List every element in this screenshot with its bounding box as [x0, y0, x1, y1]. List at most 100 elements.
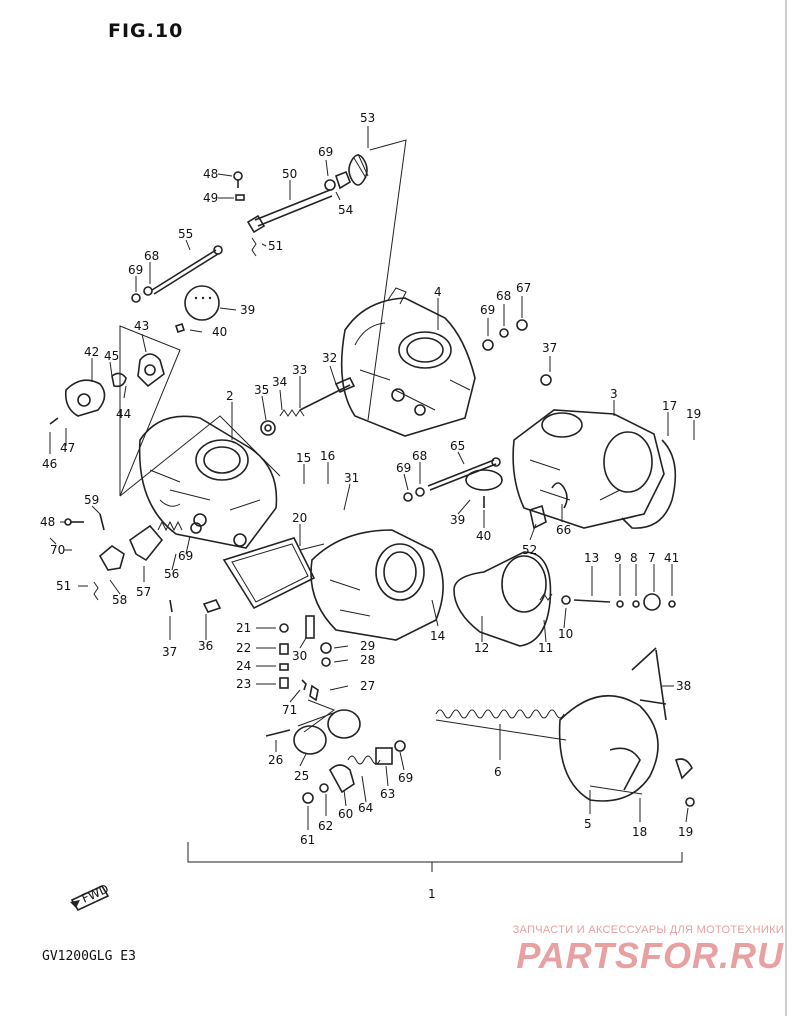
label-69: 69 [128, 263, 143, 277]
label-68: 68 [144, 249, 159, 263]
label-41: 41 [664, 551, 679, 565]
label-55: 55 [178, 227, 193, 241]
label-11: 11 [538, 641, 553, 655]
label-16: 16 [320, 449, 335, 463]
label-10: 10 [558, 627, 573, 641]
label-61: 61 [300, 833, 315, 847]
carburetor-upper-center [340, 287, 476, 437]
washers-upper-right [482, 319, 528, 351]
label-29: 29 [360, 639, 375, 653]
label-68: 68 [496, 289, 511, 303]
label-45: 45 [104, 349, 119, 363]
label-43: 43 [134, 319, 149, 333]
label-64: 64 [358, 801, 373, 815]
label-54: 54 [338, 203, 353, 217]
label-58: 58 [112, 593, 127, 607]
label-1: 1 [428, 887, 436, 901]
label-65: 65 [450, 439, 465, 453]
label-39: 39 [240, 303, 255, 317]
spring-and-cover [435, 647, 695, 807]
label-49: 49 [203, 191, 218, 205]
jets-and-float [265, 615, 361, 755]
label-17: 17 [662, 399, 677, 413]
label-38: 38 [676, 679, 691, 693]
label-36: 36 [198, 639, 213, 653]
label-15: 15 [296, 451, 311, 465]
label-9: 9 [614, 551, 622, 565]
label-51: 51 [56, 579, 71, 593]
label-52: 52 [522, 543, 537, 557]
label-8: 8 [630, 551, 638, 565]
left-lever-cluster [49, 325, 181, 497]
label-22: 22 [236, 641, 251, 655]
label-69: 69 [396, 461, 411, 475]
label-60: 60 [338, 807, 353, 821]
label-4: 4 [434, 285, 442, 299]
label-14: 14 [430, 629, 445, 643]
label-53: 53 [360, 111, 375, 125]
label-71: 71 [282, 703, 297, 717]
label-2: 2 [226, 389, 234, 403]
label-48: 48 [40, 515, 55, 529]
label-23: 23 [236, 677, 251, 691]
label-28: 28 [360, 653, 375, 667]
label-69: 69 [178, 549, 193, 563]
carburetor-right [512, 374, 677, 530]
watermark-tagline: ЗАПЧАСТИ И АКСЕССУАРЫ ДЛЯ МОТОТЕХНИКИ [512, 924, 784, 936]
label-66: 66 [556, 523, 571, 537]
label-37: 37 [542, 341, 557, 355]
label-37: 37 [162, 645, 177, 659]
label-67: 67 [516, 281, 531, 295]
label-21: 21 [236, 621, 251, 635]
label-39: 39 [450, 513, 465, 527]
throttle-shaft-assembly [233, 139, 407, 421]
lower-spring-parts [302, 740, 406, 804]
label-27: 27 [360, 679, 375, 693]
label-26: 26 [268, 753, 283, 767]
label-30: 30 [292, 649, 307, 663]
label-59: 59 [84, 493, 99, 507]
label-3: 3 [610, 387, 618, 401]
label-51: 51 [268, 239, 283, 253]
label-62: 62 [318, 819, 333, 833]
leader-lines [49, 126, 695, 830]
label-6: 6 [494, 765, 502, 779]
shaft-and-plate [131, 245, 223, 334]
label-5: 5 [584, 817, 592, 831]
assembly-bracket [187, 842, 683, 872]
body-and-diaphragm [202, 529, 676, 647]
label-69: 69 [318, 145, 333, 159]
label-31: 31 [344, 471, 359, 485]
label-56: 56 [164, 567, 179, 581]
label-25: 25 [294, 769, 309, 783]
shaft-right [403, 457, 503, 508]
label-12: 12 [474, 641, 489, 655]
label-32: 32 [322, 351, 337, 365]
label-20: 20 [292, 511, 307, 525]
label-46: 46 [42, 457, 57, 471]
label-48: 48 [203, 167, 218, 181]
label-33: 33 [292, 363, 307, 377]
part-labels: 53 69 48 50 49 54 51 55 68 69 39 43 40 4… [40, 111, 701, 901]
label-42: 42 [84, 345, 99, 359]
label-69: 69 [398, 771, 413, 785]
label-19: 19 [678, 825, 693, 839]
needle-assembly [260, 376, 356, 436]
carburetor-left [119, 415, 281, 549]
label-40: 40 [476, 529, 491, 543]
label-57: 57 [136, 585, 151, 599]
watermark: ЗАПЧАСТИ И АКСЕССУАРЫ ДЛЯ МОТОТЕХНИКИ PA… [464, 924, 784, 976]
figure-title: FIG.10 [108, 20, 184, 42]
label-19: 19 [686, 407, 701, 421]
label-34: 34 [272, 375, 287, 389]
label-13: 13 [584, 551, 599, 565]
label-47: 47 [60, 441, 75, 455]
fwd-arrow-icon: FWD [70, 882, 111, 912]
watermark-logo: PARTSFOR.RU [516, 935, 784, 976]
model-code: GV1200GLG E3 [42, 949, 136, 964]
label-18: 18 [632, 825, 647, 839]
label-63: 63 [380, 787, 395, 801]
label-35: 35 [254, 383, 269, 397]
label-24: 24 [236, 659, 251, 673]
